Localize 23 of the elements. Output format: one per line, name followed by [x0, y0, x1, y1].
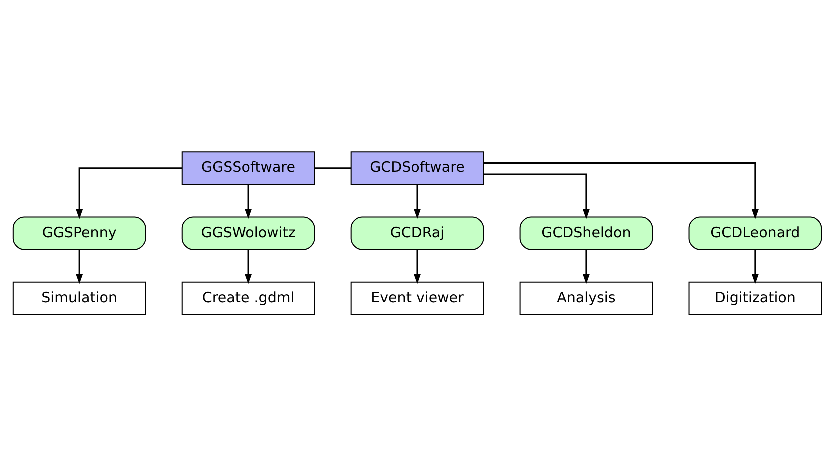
- node-box: GGSWolowitz: [182, 216, 316, 250]
- arrow: [582, 250, 590, 284]
- node-box: GCDLeonard: [688, 216, 822, 250]
- node-box: Create .gdml: [182, 282, 316, 316]
- node-box: Simulation: [12, 282, 146, 316]
- arrow: [76, 168, 182, 220]
- arrow: [414, 250, 422, 284]
- node-box: GCDSheldon: [520, 216, 654, 250]
- arrow: [484, 162, 759, 220]
- node-box: GGSPenny: [12, 216, 146, 250]
- node-box: GCDSoftware: [350, 152, 484, 186]
- arrow: [244, 184, 252, 220]
- node-box: Digitization: [688, 282, 822, 316]
- node-box: GGSSoftware: [182, 152, 316, 186]
- arrow: [244, 250, 252, 284]
- arrow: [752, 250, 759, 284]
- node-box: GCDRaj: [350, 216, 484, 250]
- arrow: [414, 184, 422, 220]
- arrow: [484, 174, 590, 220]
- node-box: Event viewer: [350, 282, 484, 316]
- arrow: [76, 250, 84, 284]
- node-box: Analysis: [520, 282, 654, 316]
- connector: [314, 168, 352, 170]
